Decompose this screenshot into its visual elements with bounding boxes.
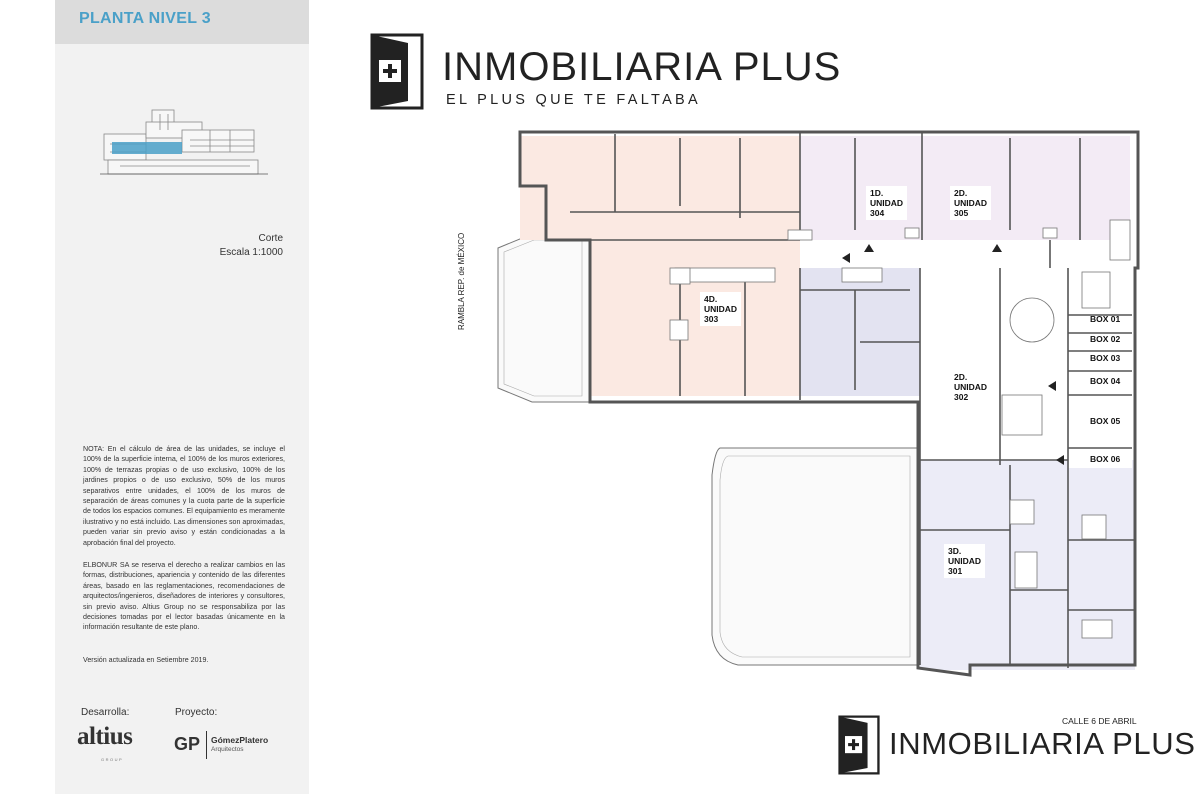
altius-logo: altius <box>77 723 133 750</box>
unit-302-label: 2D. UNIDAD 302 <box>950 370 992 404</box>
door-plus-icon <box>838 715 880 775</box>
interior-walls <box>570 132 1135 668</box>
box-01-label: BOX 01 <box>1090 314 1121 324</box>
gp-logo-name: GómezPlatero <box>211 735 269 745</box>
version-note: Versión actualizada en Setiembre 2019. <box>83 656 209 664</box>
street-label-south: CALLE 6 DE ABRIL <box>1062 716 1137 726</box>
street-label-west: RAMBLA REP. de MÉXICO <box>457 232 466 330</box>
unit-303-label: 4D. UNIDAD 303 <box>700 292 742 326</box>
box-04-label: BOX 04 <box>1090 376 1121 386</box>
box-02-label: BOX 02 <box>1090 334 1121 344</box>
gp-logo-divider <box>206 731 207 759</box>
side-panel: PLANTA NIVEL 3 Corte Escala 1:1000 NOTA:… <box>55 0 309 794</box>
gp-logo: GP <box>174 734 201 754</box>
fixtures <box>669 219 1131 639</box>
corridor <box>800 240 1050 460</box>
west-terrace <box>497 233 591 403</box>
unit-303-area <box>520 136 800 396</box>
entry-arrows <box>842 244 1064 465</box>
box-05-label: BOX 05 <box>1090 416 1121 426</box>
south-terrace <box>711 447 919 666</box>
project-label: Proyecto: <box>175 707 218 718</box>
gp-logo-subtitle: Arquitectos <box>211 746 244 753</box>
unit-301-label: 3D. UNIDAD 301 <box>944 544 986 578</box>
altius-logo-subtitle: GROUP <box>101 757 124 762</box>
area-note: NOTA: En el cálculo de área de las unida… <box>83 445 285 547</box>
scale-caption: Escala 1:1000 <box>219 247 283 258</box>
outer-walls <box>518 130 1140 677</box>
brand-name-watermark: INMOBILIARIA PLUS <box>889 726 1196 761</box>
floor-plan <box>497 130 1140 677</box>
door-plus-icon <box>370 33 424 110</box>
developer-label: Desarrolla: <box>81 707 130 718</box>
unit-305-label: 2D. UNIDAD 305 <box>950 186 992 220</box>
brand-name: INMOBILIARIA PLUS <box>442 45 842 89</box>
box-03-label: BOX 03 <box>1090 353 1121 363</box>
page-title: PLANTA NIVEL 3 <box>79 10 211 27</box>
section-caption: Corte <box>258 233 283 244</box>
brand-tagline: EL PLUS QUE TE FALTABA <box>446 92 701 108</box>
unit-304-label: 1D. UNIDAD 304 <box>866 186 908 220</box>
side-panel-header: PLANTA NIVEL 3 <box>55 0 309 44</box>
box-06-label: BOX 06 <box>1090 454 1121 464</box>
disclaimer-note: ELBONUR SA se reserva el derecho a reali… <box>83 561 285 632</box>
building-section-drawing <box>100 109 268 175</box>
